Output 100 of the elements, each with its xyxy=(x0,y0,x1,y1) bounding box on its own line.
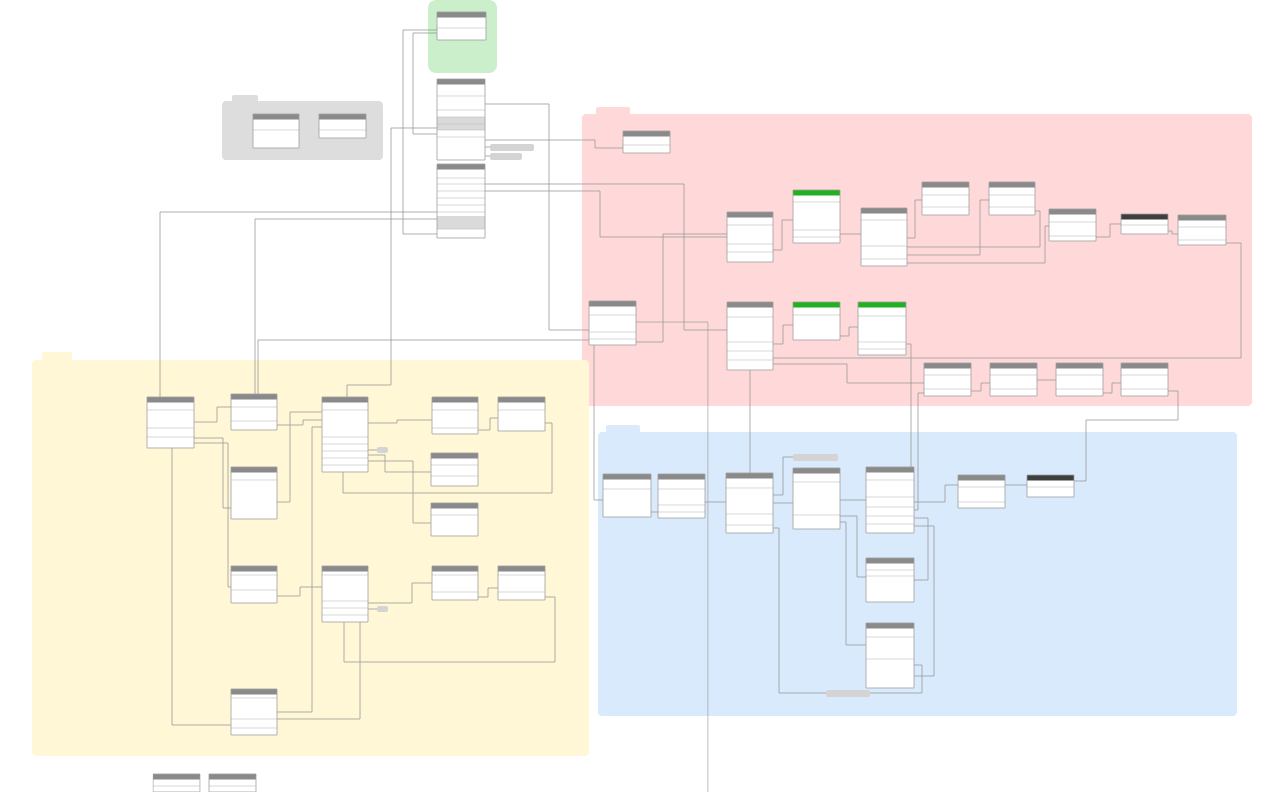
note-tag xyxy=(377,447,388,453)
entity-table xyxy=(865,557,915,603)
entity-table xyxy=(1120,213,1169,235)
relation-line xyxy=(367,449,378,451)
relation-line xyxy=(484,155,491,157)
entity-table xyxy=(1177,214,1227,246)
relation-line xyxy=(1095,223,1122,238)
entity-table xyxy=(725,472,774,534)
relation-line xyxy=(1004,484,1028,486)
entity-table xyxy=(321,396,369,473)
relation-line xyxy=(402,29,438,235)
entity-table xyxy=(252,113,300,149)
entity-table xyxy=(1026,474,1075,498)
relation-line xyxy=(905,343,912,468)
entity-table xyxy=(622,130,671,154)
relation-line xyxy=(913,392,925,511)
relation-line xyxy=(484,183,728,331)
relation-line xyxy=(635,321,709,792)
entity-table xyxy=(321,565,369,623)
note-tag xyxy=(490,144,534,151)
note-tag xyxy=(490,153,522,160)
relation-line xyxy=(635,233,728,343)
entity-table xyxy=(230,688,278,736)
entity-table xyxy=(726,301,774,371)
relation-line xyxy=(869,664,923,694)
relation-line xyxy=(839,515,867,578)
entity-table xyxy=(431,565,479,601)
relation-line xyxy=(970,382,991,392)
relation-line xyxy=(772,219,794,251)
relation-line xyxy=(1102,382,1122,394)
note-tag xyxy=(826,690,870,697)
relation-line xyxy=(593,344,604,501)
entity-table xyxy=(957,474,1006,509)
entity-table xyxy=(430,452,479,487)
relation-line xyxy=(650,511,659,513)
relation-line xyxy=(839,499,867,501)
relation-line xyxy=(913,517,929,581)
relation-line xyxy=(913,484,959,503)
entity-table xyxy=(588,300,637,346)
entity-table xyxy=(726,211,774,263)
relation-line xyxy=(772,242,1242,359)
relation-line xyxy=(193,437,232,509)
entity-table xyxy=(860,207,908,267)
entity-table xyxy=(988,181,1036,216)
relation-line xyxy=(913,525,935,677)
relation-line xyxy=(276,411,323,503)
entity-table xyxy=(318,113,367,139)
entity-table xyxy=(921,181,970,216)
entity-table xyxy=(430,502,479,537)
relation-line xyxy=(342,422,553,494)
entity-table xyxy=(923,362,972,397)
relation-line xyxy=(171,447,232,726)
relation-line xyxy=(1036,379,1057,381)
relation-line xyxy=(484,190,728,238)
note-tag xyxy=(377,606,388,612)
relation-line xyxy=(772,527,827,694)
entity-table xyxy=(497,565,546,601)
entity-table xyxy=(1048,208,1097,242)
entity-table xyxy=(497,396,546,432)
entity-table xyxy=(865,622,915,689)
relation-line xyxy=(343,596,556,663)
relation-line xyxy=(257,339,590,395)
relation-line xyxy=(193,442,232,588)
entity-table xyxy=(208,773,257,792)
relation-line xyxy=(159,211,438,398)
entity-table xyxy=(436,11,487,41)
relation-line xyxy=(477,417,499,431)
relation-line xyxy=(276,586,323,597)
entity-table xyxy=(792,467,841,530)
relation-line xyxy=(276,419,323,426)
entity-table xyxy=(792,301,841,341)
note-tag xyxy=(793,454,838,461)
relation-line xyxy=(772,456,794,496)
relation-line xyxy=(749,369,751,474)
relation-line xyxy=(839,326,859,337)
entity-table xyxy=(865,466,915,534)
entity-table xyxy=(989,362,1038,397)
relation-line xyxy=(367,460,432,524)
entity-table xyxy=(792,189,841,244)
entity-table xyxy=(230,393,278,431)
relation-line xyxy=(367,582,433,604)
relation-line xyxy=(484,139,624,149)
relation-line xyxy=(412,32,438,135)
relation-line xyxy=(276,621,361,720)
relation-line xyxy=(193,406,232,423)
relation-line xyxy=(254,218,438,395)
relation-line xyxy=(1167,230,1179,235)
relation-line xyxy=(346,127,438,398)
relation-line xyxy=(906,225,1050,264)
entity-table xyxy=(857,301,907,356)
relation-line xyxy=(367,608,378,610)
entity-table xyxy=(602,473,652,518)
entity-table xyxy=(431,396,479,435)
relation-line xyxy=(704,501,727,503)
relation-line xyxy=(367,419,433,424)
relation-line xyxy=(906,199,990,256)
entity-table xyxy=(152,773,201,792)
relation-line xyxy=(839,233,862,235)
entity-table xyxy=(436,78,486,161)
relation-line xyxy=(1073,390,1179,482)
